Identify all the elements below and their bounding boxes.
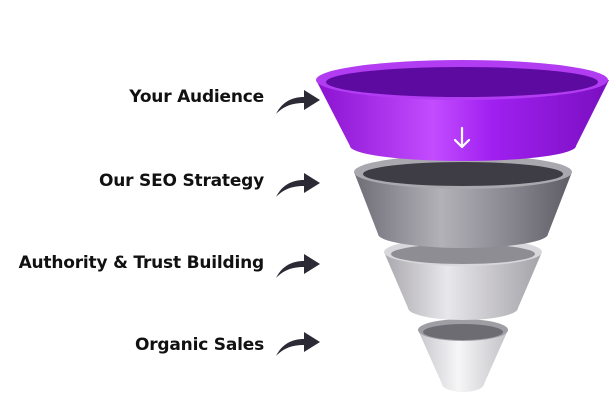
curved-arrow-right-icon — [276, 332, 320, 356]
funnel-stage-seo-strategy — [354, 155, 572, 248]
curved-arrow-right-icon — [276, 254, 320, 278]
funnel-stage-organic-sales — [418, 319, 508, 392]
stage-label-authority: Authority & Trust Building — [18, 253, 265, 273]
curved-arrow-right-icon — [276, 90, 320, 114]
funnel-stage-authority — [384, 238, 542, 320]
arrow-down-icon — [453, 126, 471, 149]
funnel-stage-audience — [316, 60, 609, 161]
stage-label-audience: Your Audience — [129, 87, 264, 107]
stage-label-organic-sales: Organic Sales — [135, 335, 264, 355]
stage-label-seo-strategy: Our SEO Strategy — [98, 171, 264, 191]
curved-arrow-right-icon — [276, 173, 320, 197]
